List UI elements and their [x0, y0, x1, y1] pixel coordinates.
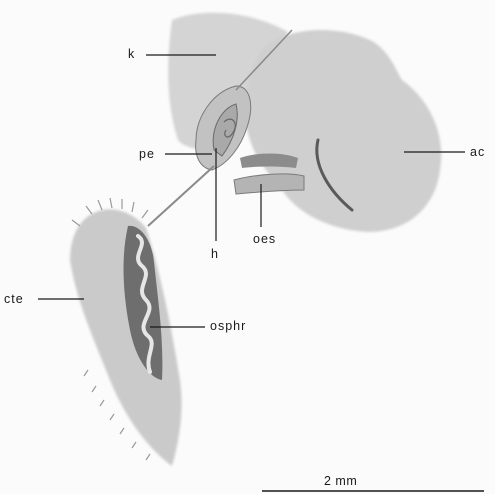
scale-bar-label: 2 mm [324, 475, 357, 488]
label-cte: cte [4, 293, 24, 306]
label-ac: ac [470, 146, 485, 159]
label-oes: oes [253, 233, 276, 246]
label-k: k [128, 48, 135, 61]
oesophagus-upper [240, 154, 298, 169]
label-h: h [211, 248, 219, 261]
label-osphr: osphr [210, 320, 246, 333]
connecting-strand [148, 166, 214, 226]
label-pe: pe [139, 148, 155, 161]
